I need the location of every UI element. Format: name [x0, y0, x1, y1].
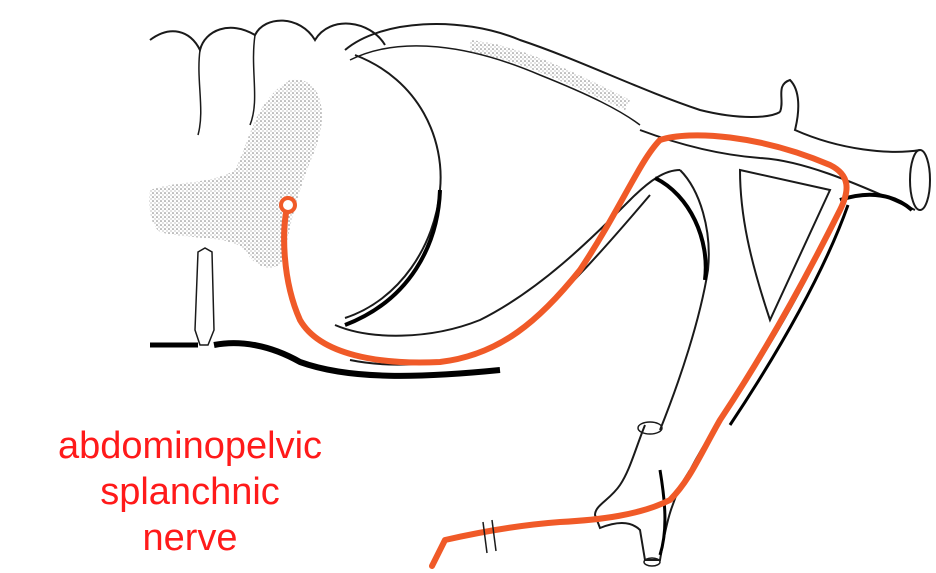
nerve-label-line-2: splanchnic [0, 470, 380, 514]
nerve-break-mark-1 [483, 522, 487, 553]
midline-notch [195, 248, 214, 345]
nerve-label-line-3: nerve [0, 516, 380, 560]
dorsal-root-arc [345, 55, 441, 318]
ganglion-top [638, 422, 662, 434]
ventral-root-outer [350, 195, 650, 365]
spinal-cord-left-edge-2 [250, 35, 255, 125]
nerve-origin-marker [281, 198, 295, 212]
spinal-nerve-top [780, 80, 920, 152]
spinal-nerve-shadow [840, 195, 912, 210]
spinal-nerve-end [910, 150, 930, 210]
dorsal-root-arc-shadow [345, 190, 440, 325]
gray-matter-stipple [149, 80, 322, 268]
descending-branch-left-shadow [655, 178, 706, 280]
nerve-label-line-1: abdominopelvic [0, 424, 380, 468]
ventral-root-inner [335, 170, 680, 336]
ganglion-shadow [660, 470, 665, 555]
spinal-cord-left-edge [198, 50, 201, 135]
descending-branch-left [660, 170, 709, 430]
nerve-break-mark-2 [492, 520, 496, 551]
triangle-inner [740, 170, 830, 320]
